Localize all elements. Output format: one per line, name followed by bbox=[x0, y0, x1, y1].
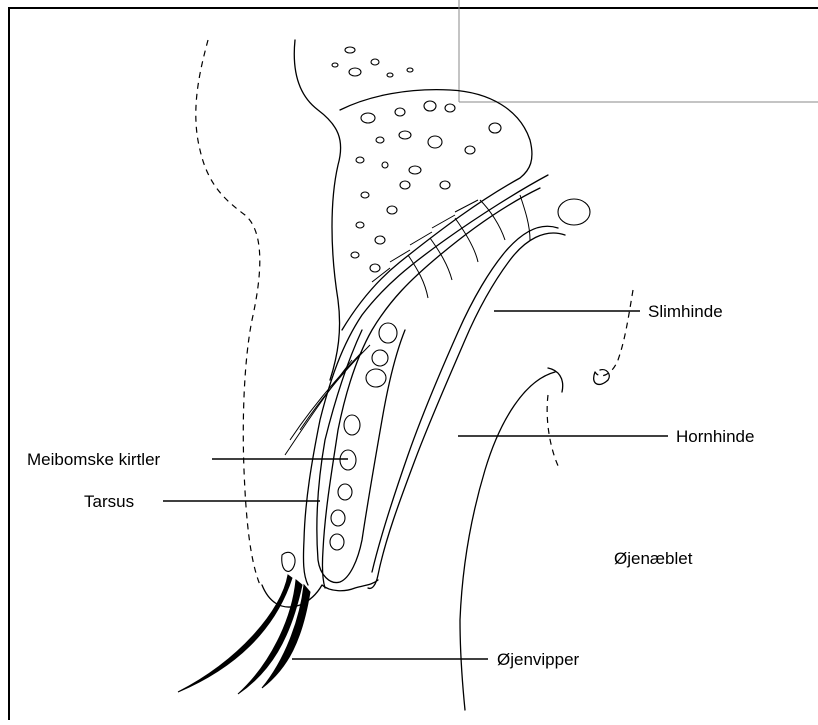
levator-muscle-lower bbox=[322, 188, 540, 588]
eyeball-contour-dashed bbox=[595, 290, 633, 376]
label-eyelashes: Øjenvipper bbox=[497, 651, 579, 668]
eyelashes bbox=[178, 575, 310, 694]
limbus-detail bbox=[594, 370, 610, 385]
label-tarsus: Tarsus bbox=[84, 493, 134, 510]
label-meibomian-glands: Meibomske kirtler bbox=[27, 451, 160, 468]
septum-line bbox=[294, 40, 340, 380]
label-cornea: Hornhinde bbox=[676, 428, 754, 445]
orbital-fat-outline bbox=[340, 90, 532, 330]
iris-detail-dashed bbox=[547, 395, 560, 470]
conjunctiva-line bbox=[368, 233, 565, 588]
levator-muscle-upper bbox=[303, 175, 548, 585]
lash-follicle bbox=[282, 552, 295, 571]
cornea-edge bbox=[548, 368, 563, 392]
label-mucosa: Slimhinde bbox=[648, 303, 723, 320]
skin-outer-profile bbox=[196, 40, 260, 585]
accessory-gland bbox=[558, 199, 590, 225]
inset-box-lines bbox=[459, 0, 818, 102]
fat-globules bbox=[332, 47, 501, 272]
muscle-fibers bbox=[285, 195, 530, 455]
conjunctiva-inner-line bbox=[372, 226, 558, 572]
label-eyeball: Øjenæblet bbox=[614, 550, 692, 567]
